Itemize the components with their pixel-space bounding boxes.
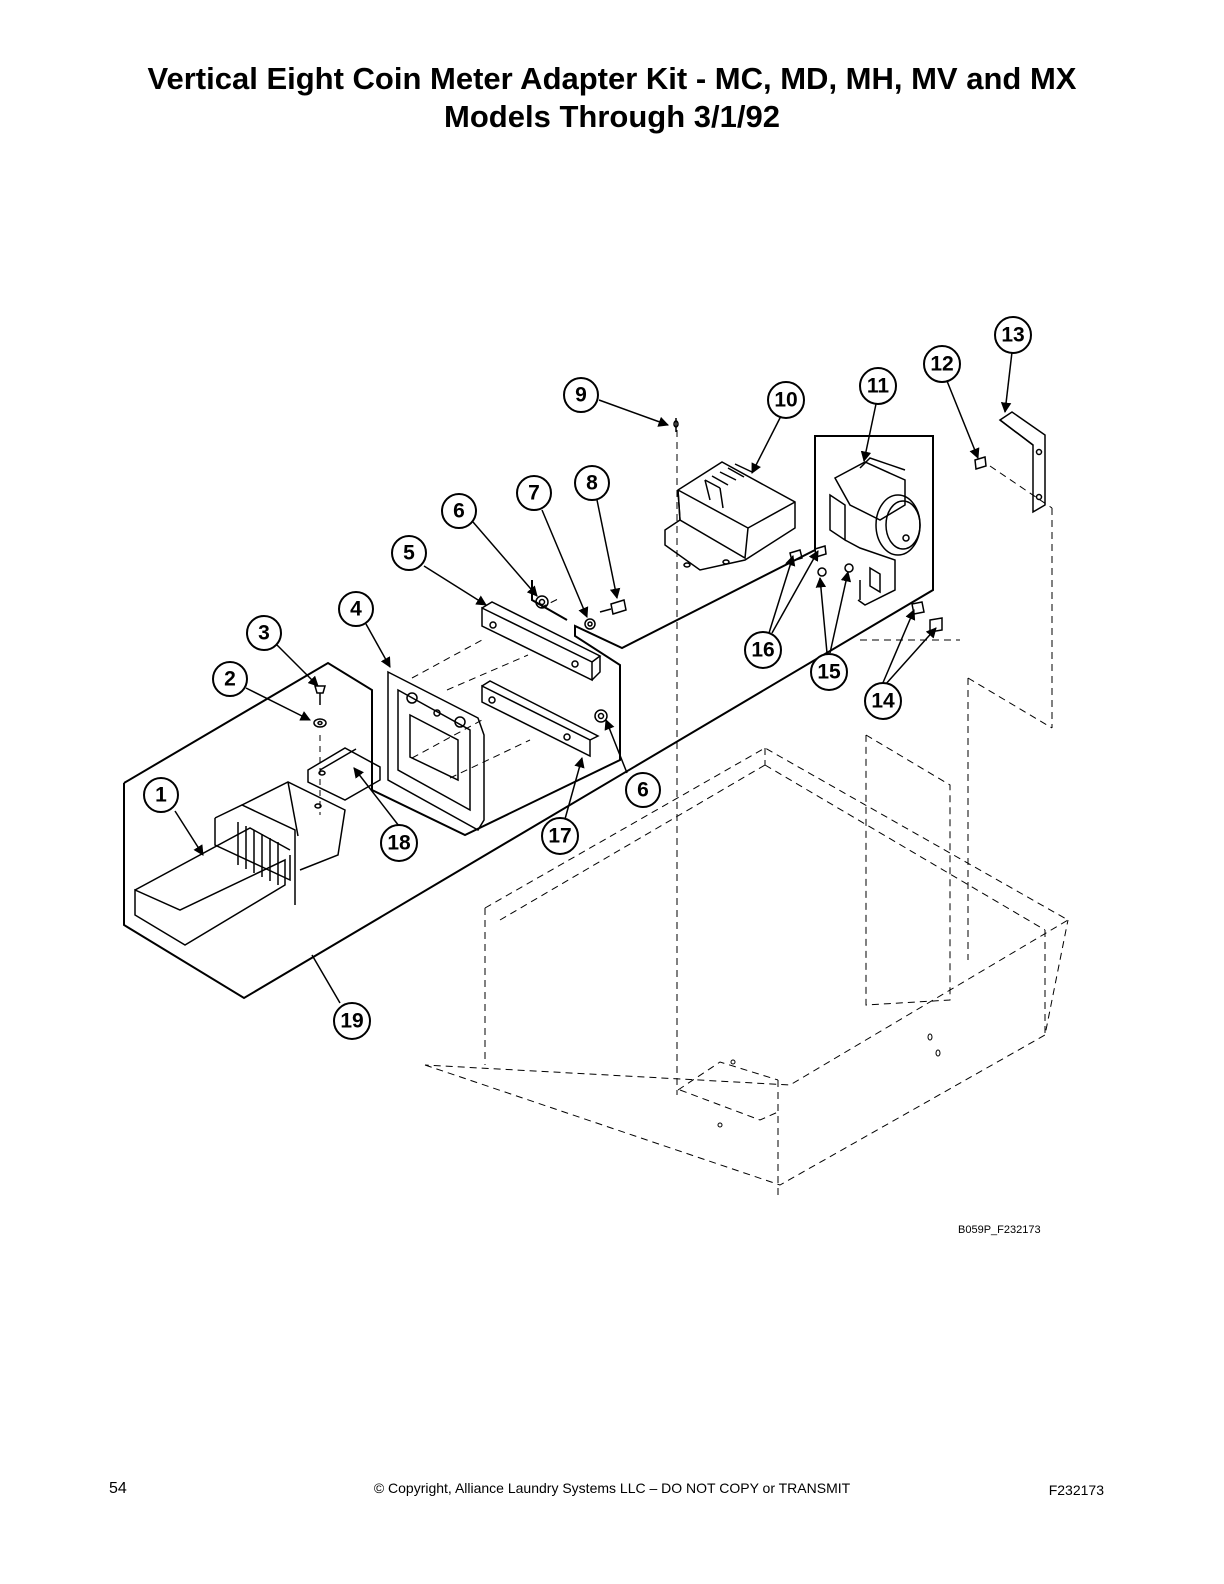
document-code: F232173 (1048, 1482, 1104, 1498)
svg-text:3: 3 (258, 622, 270, 645)
svg-text:17: 17 (548, 825, 571, 848)
callout-10: 10 (767, 381, 805, 419)
callout-6-lower: 6 (625, 772, 661, 808)
callout-2: 2 (212, 661, 248, 697)
callout-5: 5 (391, 535, 427, 571)
part-bezel-plate (387, 670, 485, 832)
part-bracket (307, 747, 381, 809)
assembly-boundary (123, 435, 934, 1000)
svg-text:8: 8 (586, 472, 598, 495)
svg-text:7: 7 (528, 482, 540, 505)
callout-8: 8 (574, 465, 610, 501)
callout-18: 18 (380, 824, 418, 862)
svg-text:9: 9 (575, 384, 587, 407)
svg-text:12: 12 (930, 353, 953, 376)
svg-text:6: 6 (637, 779, 649, 802)
callout-1: 1 (143, 777, 179, 813)
part-coin-chute (134, 781, 346, 946)
callout-16: 16 (744, 631, 782, 669)
callout-14: 14 (864, 682, 902, 720)
bracket-dashed-line (989, 465, 1053, 509)
svg-text:11: 11 (867, 375, 890, 398)
callout-11: 11 (859, 367, 897, 405)
title-line-1: Vertical Eight Coin Meter Adapter Kit - … (147, 61, 1077, 96)
page-title: Vertical Eight Coin Meter Adapter Kit - … (0, 60, 1224, 136)
page-number: 54 (109, 1480, 127, 1497)
svg-text:13: 13 (1001, 324, 1024, 347)
part-rails (481, 601, 602, 758)
svg-text:19: 19 (340, 1010, 363, 1033)
callout-17: 17 (541, 817, 579, 855)
svg-text:18: 18 (387, 832, 411, 855)
svg-text:5: 5 (403, 542, 415, 565)
svg-text:15: 15 (817, 661, 841, 684)
callout-7: 7 (516, 475, 552, 511)
rail-dashed-lines (411, 597, 561, 779)
part-coin-meter (829, 457, 921, 606)
part-screw-washer (313, 685, 327, 815)
callout-9: 9 (563, 377, 599, 413)
part-nuts (535, 595, 627, 723)
title-line-2: Models Through 3/1/92 (444, 99, 780, 134)
svg-text:6: 6 (453, 500, 465, 523)
svg-text:2: 2 (224, 668, 236, 691)
callout-3: 3 (246, 615, 282, 651)
callout-13: 13 (994, 316, 1032, 354)
cabinet-holes (717, 1033, 941, 1128)
svg-text:1: 1 (155, 784, 167, 807)
callout-19: 19 (333, 1002, 371, 1040)
svg-text:10: 10 (774, 389, 797, 412)
leader-arrows (174, 351, 1013, 1004)
part-meter-cover (664, 418, 796, 571)
svg-text:4: 4 (350, 598, 362, 621)
callout-4: 4 (338, 591, 374, 627)
callout-12: 12 (923, 345, 961, 383)
svg-text:16: 16 (751, 639, 774, 662)
copyright-notice: © Copyright, Alliance Laundry Systems LL… (373, 1480, 851, 1496)
figure-code: B059P_F232173 (958, 1224, 1041, 1236)
callout-6-upper: 6 (441, 493, 477, 529)
callout-15: 15 (810, 653, 848, 691)
part-side-bracket (974, 411, 1046, 514)
cabinet-phantom-outline (424, 430, 1069, 1195)
svg-text:14: 14 (871, 690, 895, 713)
